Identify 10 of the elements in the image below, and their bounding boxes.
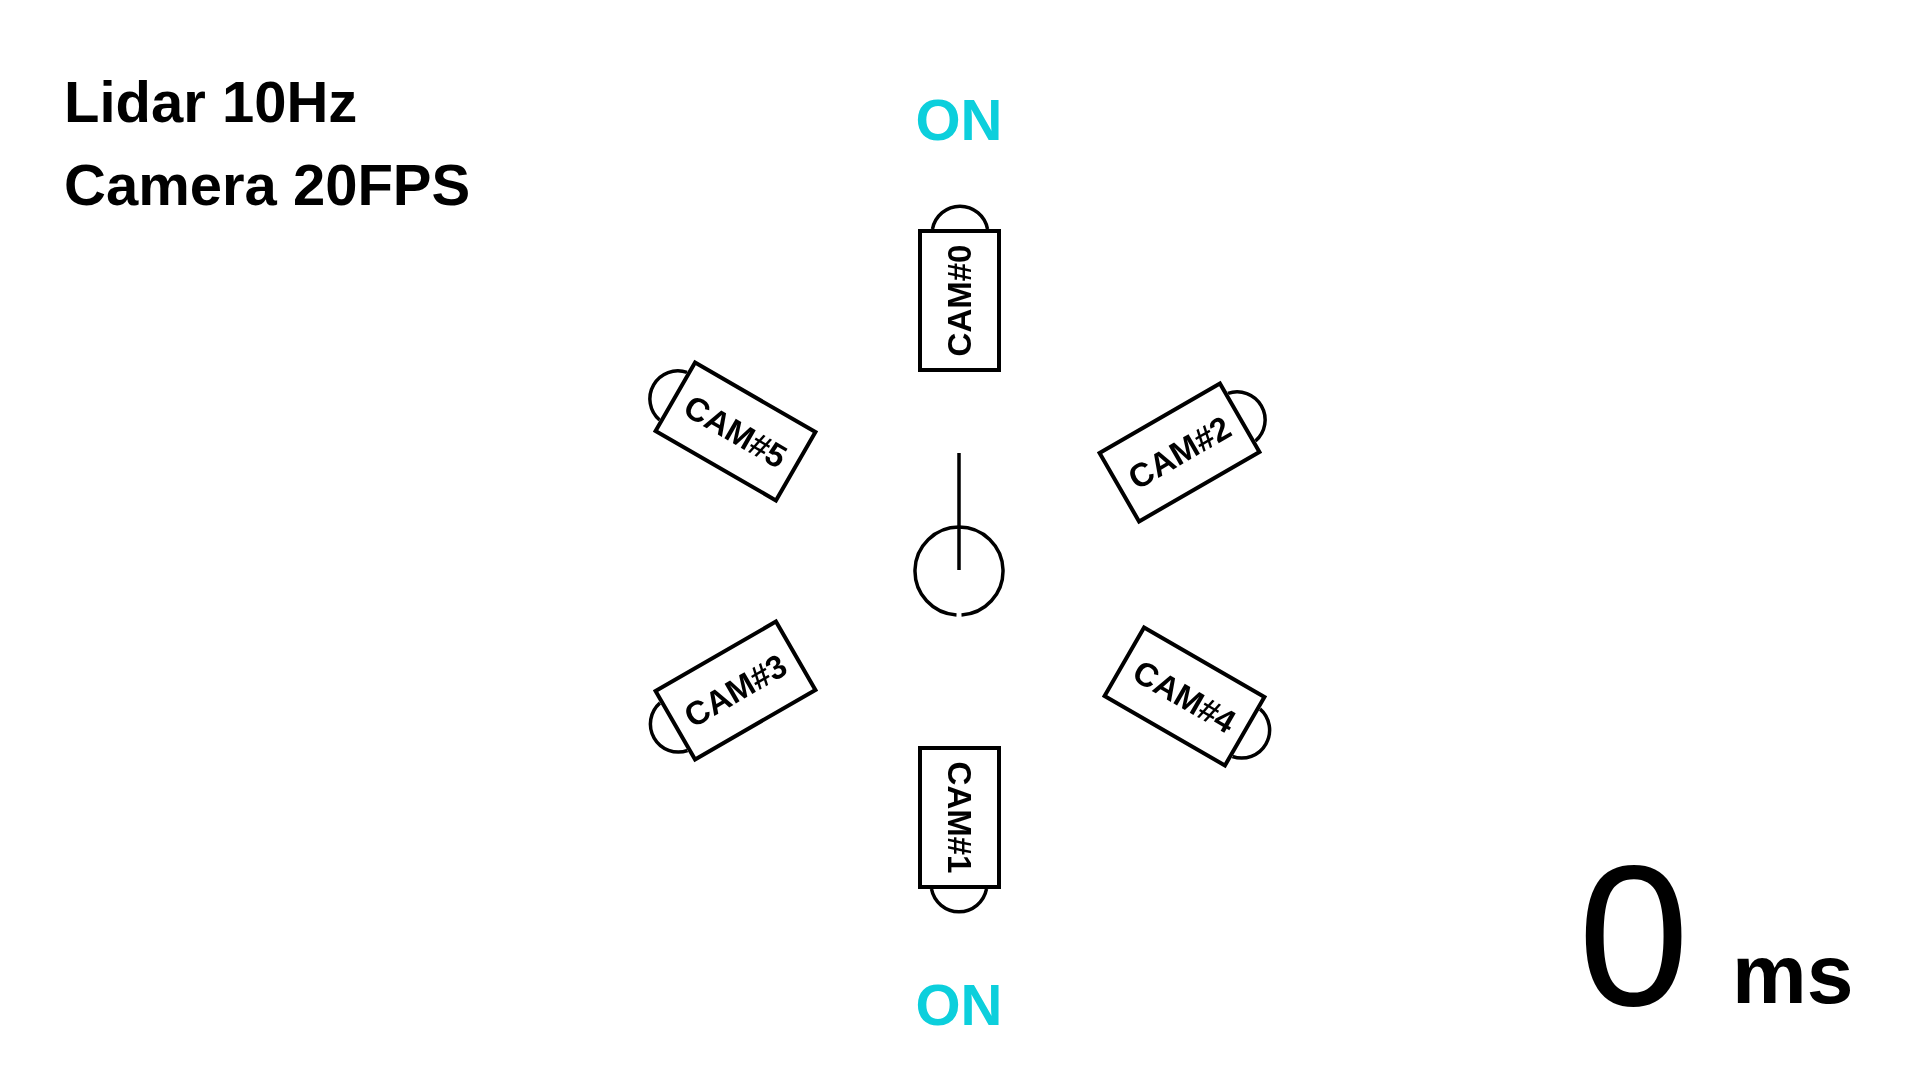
status-text: ON bbox=[915, 91, 1003, 149]
timer-value: 0 bbox=[1578, 836, 1690, 1036]
camera-box bbox=[917, 745, 1001, 889]
camera-label: CAM#0 bbox=[942, 244, 976, 356]
camera-box bbox=[917, 228, 1001, 372]
camera-label: CAM#1 bbox=[942, 761, 976, 873]
status-text: ON bbox=[915, 976, 1003, 1034]
sensor-rate-text: Camera 20FPS bbox=[64, 156, 471, 214]
time-unit: ms bbox=[1732, 932, 1854, 1016]
sensor-rate-text: Lidar 10Hz bbox=[64, 73, 358, 131]
